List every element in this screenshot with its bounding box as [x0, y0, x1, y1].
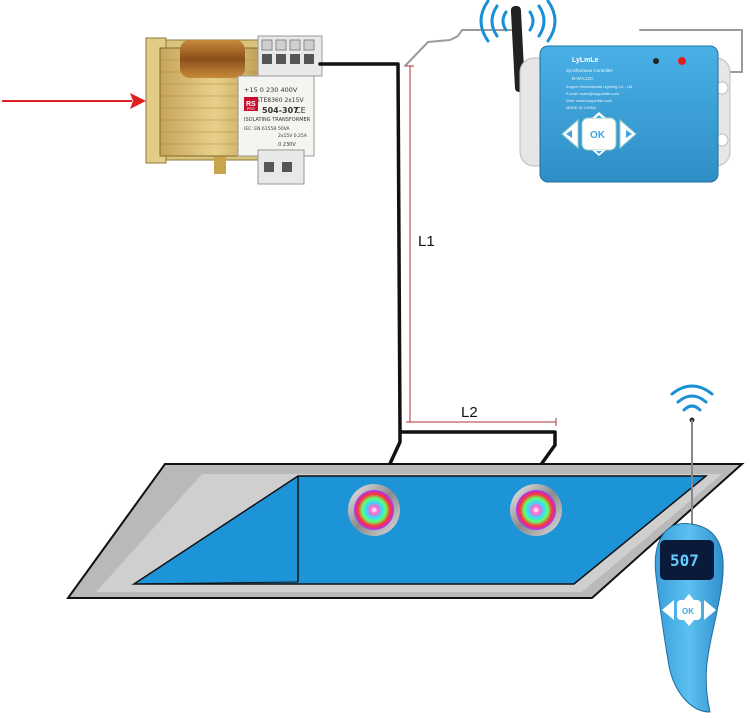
controller-keypad: OK — [561, 112, 637, 156]
spec-line-3: 2x15V 0.25A — [278, 133, 308, 139]
isolating-transformer: +15 0 230 400V STE8360 2x15V RS PRO 504-… — [145, 35, 323, 185]
spec-line-4: 0 230V — [278, 142, 296, 148]
terminal-marking: +15 0 230 400V — [244, 86, 298, 94]
wifi-signal-icon — [479, 0, 557, 43]
controller-email: E-mail: sales@kopperlite.com — [566, 91, 620, 96]
ce-mark: CE — [295, 106, 306, 115]
brand-logo — [244, 97, 258, 111]
transformer-type: ISOLATING TRANSFORMER — [244, 117, 311, 123]
terminal-block-top — [257, 35, 323, 77]
arrow-down-icon — [596, 151, 602, 154]
dimension-l2: L2 — [410, 404, 557, 426]
controller-company: Kopper International Lighting Co., Ltd — [566, 84, 632, 89]
controller-origin: MADE IN CHINA — [566, 105, 597, 110]
input-arrow-icon — [2, 93, 146, 109]
terminal-block-bottom — [257, 149, 305, 185]
arrow-up-icon — [596, 115, 602, 118]
controller-web: Web: www.kopperlite.com — [566, 98, 613, 103]
arrow-right-icon — [626, 130, 632, 138]
part-number: 504-307 — [262, 106, 299, 115]
pool-light-1 — [348, 484, 400, 536]
spec-line-1: IEC: EN 61558 — [244, 126, 276, 132]
brand-text: RS — [246, 101, 256, 108]
synchronous-controller: LyLmLe Synchronous Controller B-W-K12C K… — [479, 0, 731, 183]
label-l1: L1 — [418, 233, 435, 250]
remote-display: 507 — [670, 551, 699, 570]
controller-model: B-W-K12C — [572, 76, 594, 81]
handheld-remote: 507 OK — [654, 384, 724, 713]
arrow-left-icon — [566, 130, 572, 138]
controller-title: Synchronous Controller — [566, 68, 614, 73]
dimension-l1: L1 — [406, 65, 435, 423]
swimming-pool — [66, 463, 745, 599]
controller-ok-button: OK — [590, 130, 606, 141]
label-l2: L2 — [461, 404, 478, 421]
brand-sub-text: PRO — [247, 107, 255, 111]
transformer-model: STE8360 2x15V — [256, 97, 304, 104]
wifi-signal-icon — [670, 384, 714, 412]
controller-brand: LyLmLe — [572, 57, 599, 64]
remote-ok-button: OK — [682, 607, 694, 616]
remote-keypad: OK — [662, 594, 716, 626]
spec-line-2: 50VA — [278, 126, 291, 132]
pool-light-2 — [510, 484, 562, 536]
